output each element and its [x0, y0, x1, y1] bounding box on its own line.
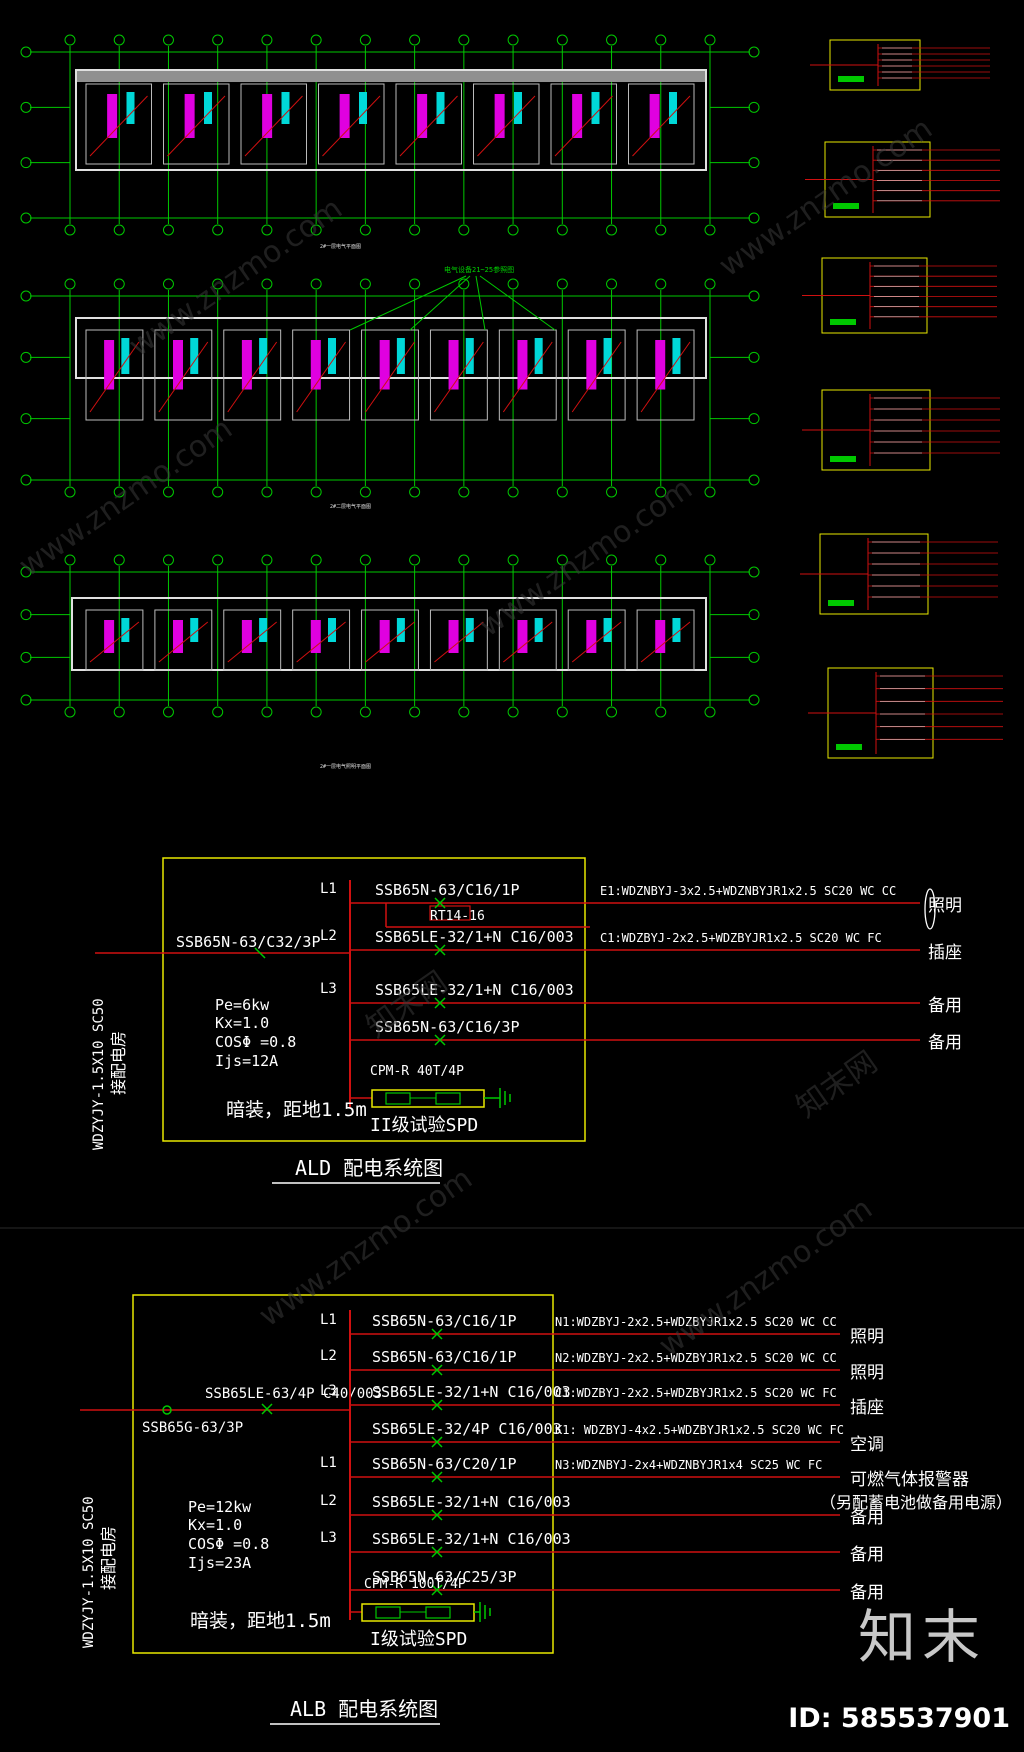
- alb-diagram: SSB65G-63/3P SSB65LE-63/4P C40/003 WDZYJ…: [80, 1294, 1012, 1725]
- ald-circuit-load-2: 备用: [928, 996, 962, 1016]
- alb-kx: Kx=1.0: [188, 1516, 242, 1534]
- alb-spd-label: I级试验SPD: [370, 1629, 467, 1650]
- alb-isolator: SSB65G-63/3P: [142, 1420, 243, 1436]
- ald-circuit-phase-0: L1: [320, 881, 337, 897]
- ald-mount: 暗装，距地1.5m: [226, 1099, 367, 1121]
- alb-circuit-breaker-7: SSB65N-63/C25/3P: [372, 1568, 517, 1586]
- alb-circuit-load-1: 照明: [850, 1363, 884, 1383]
- alb-title: ALB 配电系统图: [290, 1697, 438, 1721]
- alb-alarm-note: （另配蓄电池做备用电源）: [820, 1493, 1012, 1512]
- brand-logo: 知末: [857, 1603, 986, 1671]
- ald-diagram: SSB65N-63/C32/3P WDZYJY-1.5X10 SC50 接配电房…: [91, 857, 962, 1184]
- ald-circuit-cable-0: E1:WDZNBYJ-3x2.5+WDZNBYJR1x2.5 SC20 WC C…: [600, 884, 896, 898]
- ald-circuit-phase-2: L3: [320, 981, 337, 997]
- alb-circuit-cable-3: K1: WDZBYJ-4x2.5+WDZBYJR1x2.5 SC20 WC FC: [555, 1423, 844, 1437]
- alb-circuit-load-6: 备用: [850, 1545, 884, 1565]
- ald-circuit-load-3: 备用: [928, 1033, 962, 1053]
- ald-circuit-cable-1: C1:WDZBYJ-2x2.5+WDZBYJR1x2.5 SC20 WC FC: [600, 931, 882, 945]
- alb-circuit-breaker-2: SSB65LE-32/1+N C16/003: [372, 1383, 571, 1401]
- ald-ijs: Ijs=12A: [215, 1052, 278, 1070]
- plan-1-title: 2#一层电气平面图: [320, 243, 361, 250]
- alb-circuit-phase-0: L1: [320, 1312, 337, 1328]
- ald-incoming-from: 接配电房: [109, 1031, 128, 1095]
- alb-incoming-from: 接配电房: [99, 1526, 118, 1590]
- alb-circuit-phase-1: L2: [320, 1348, 337, 1364]
- ald-spd-model: CPM-R 40T/4P: [370, 1064, 464, 1079]
- alb-circuit-load-3: 空调: [850, 1435, 884, 1455]
- floor-plan-3: 2#一层电气照明平面图: [20, 554, 760, 770]
- alb-circuit-phase-5: L2: [320, 1493, 337, 1509]
- alb-circuit-cable-4: N3:WDZNBYJ-2x4+WDZNBYJR1x4 SC25 WC FC: [555, 1458, 822, 1472]
- alb-circuit-load-5: 备用: [850, 1508, 884, 1528]
- alb-circuit-breaker-4: SSB65N-63/C20/1P: [372, 1455, 517, 1473]
- ald-circuit-load-0: 照明: [928, 896, 962, 916]
- mini-system-diagrams: [800, 39, 1003, 759]
- alb-circuit-cable-1: N2:WDZBYJ-2x2.5+WDZBYJR1x2.5 SC20 WC CC: [555, 1351, 837, 1365]
- alb-ijs: Ijs=23A: [188, 1554, 251, 1572]
- ald-circuit-breaker-2: SSB65LE-32/1+N C16/003: [375, 981, 574, 999]
- alb-circuit-phase-4: L1: [320, 1455, 337, 1471]
- plan-2-label: 电气设备21~25参照图: [444, 265, 514, 274]
- alb-circuit-phase-2: L3: [320, 1383, 337, 1399]
- alb-main-breaker: SSB65LE-63/4P C40/003: [205, 1386, 382, 1402]
- ald-circuit-breaker-0: SSB65N-63/C16/1P: [375, 881, 520, 899]
- plan-3-title: 2#一层电气照明平面图: [320, 763, 371, 770]
- alb-circuit-breaker-1: SSB65N-63/C16/1P: [372, 1348, 517, 1366]
- ald-title: ALD 配电系统图: [295, 1156, 443, 1180]
- alb-spd-model: CPM-R 100T/4P: [364, 1577, 466, 1592]
- alb-circuit-cable-2: C1:WDZBYJ-2x2.5+WDZBYJR1x2.5 SC20 WC FC: [555, 1386, 837, 1400]
- ald-pe: Pe=6kw: [215, 996, 270, 1014]
- alb-incoming-cable: WDZYJY-1.5X10 SC50: [81, 1496, 97, 1648]
- ald-rt-fuse: RT14-16: [430, 909, 485, 924]
- alb-pe: Pe=12kw: [188, 1498, 252, 1516]
- ald-spd-label: II级试验SPD: [370, 1115, 478, 1136]
- ald-incoming-cable: WDZYJY-1.5X10 SC50: [91, 998, 107, 1150]
- alb-circuit-load-2: 插座: [850, 1398, 884, 1418]
- alb-circuit-breaker-3: SSB65LE-32/4P C16/003: [372, 1420, 562, 1438]
- ald-circuit-phase-1: L2: [320, 928, 337, 944]
- floor-plan-1: 2#一层电气平面图: [20, 34, 760, 250]
- ald-main-breaker: SSB65N-63/C32/3P: [176, 933, 321, 951]
- plan-2-title: 2#二层电气平面图: [330, 503, 371, 510]
- ald-cos: COSΦ =0.8: [215, 1033, 296, 1051]
- ald-circuit-breaker-3: SSB65N-63/C16/3P: [375, 1018, 520, 1036]
- ald-circuit-breaker-1: SSB65LE-32/1+N C16/003: [375, 928, 574, 946]
- alb-cos: COSΦ =0.8: [188, 1535, 269, 1553]
- alb-circuit-phase-6: L3: [320, 1530, 337, 1546]
- alb-circuit-load-7: 备用: [850, 1583, 884, 1603]
- alb-circuit-load-4: 可燃气体报警器: [850, 1470, 969, 1490]
- alb-circuit-breaker-5: SSB65LE-32/1+N C16/003: [372, 1493, 571, 1511]
- image-id: ID: 585537901: [788, 1703, 1010, 1734]
- ald-kx: Kx=1.0: [215, 1014, 269, 1032]
- alb-circuit-load-0: 照明: [850, 1327, 884, 1347]
- floor-plan-2: 电气设备21~25参照图 2#二层电气平面图: [20, 265, 760, 510]
- alb-circuit-breaker-6: SSB65LE-32/1+N C16/003: [372, 1530, 571, 1548]
- alb-mount: 暗装，距地1.5m: [190, 1610, 331, 1632]
- alb-circuit-breaker-0: SSB65N-63/C16/1P: [372, 1312, 517, 1330]
- alb-circuit-cable-0: N1:WDZBYJ-2x2.5+WDZBYJR1x2.5 SC20 WC CC: [555, 1315, 837, 1329]
- ald-circuit-load-1: 插座: [928, 943, 962, 963]
